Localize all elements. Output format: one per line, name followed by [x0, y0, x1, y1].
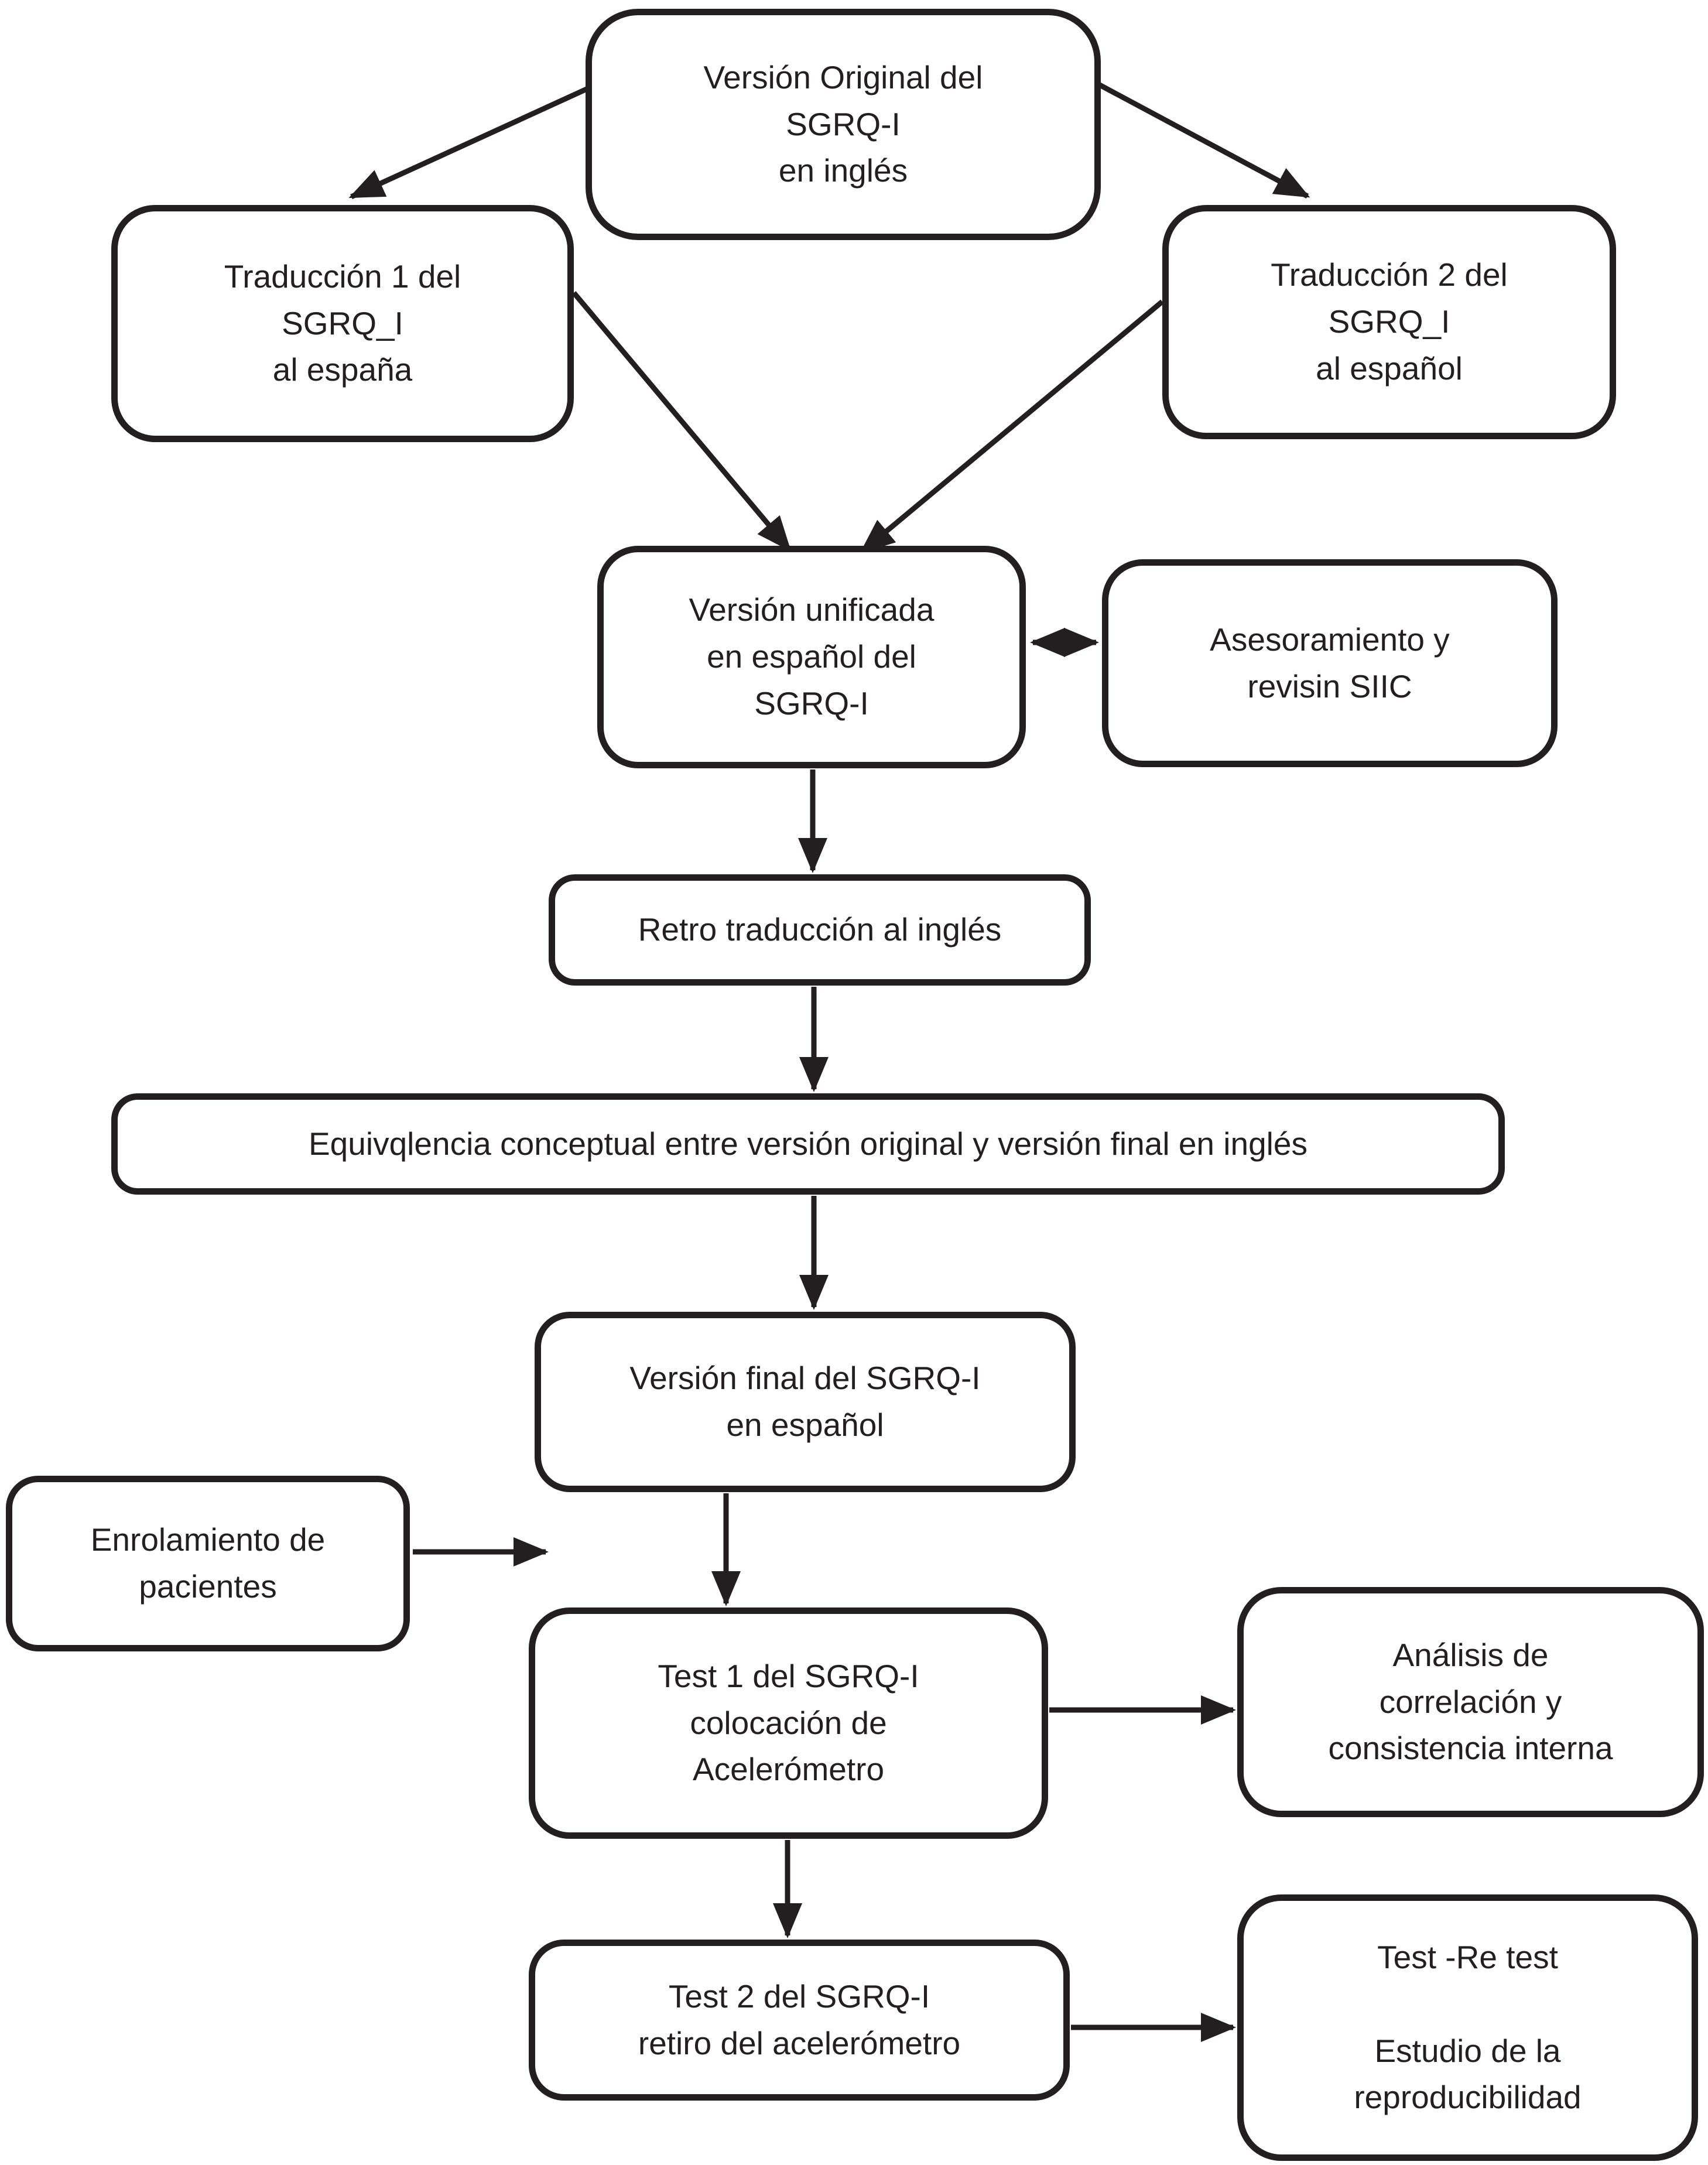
node-label-line: al españa	[272, 351, 413, 388]
node-label-line: SGRQ_I	[1328, 303, 1450, 340]
node-label-line: Versión unificada	[689, 591, 935, 628]
node-test-2: Test 2 del SGRQ-I retiro del acelerómetr…	[529, 1940, 1070, 2101]
node-label-line: Test 1 del SGRQ-I	[658, 1657, 919, 1694]
edge-original-to-traduccion1	[348, 86, 588, 200]
node-traduccion-1: Traducción 1 del SGRQ_I al españa	[111, 205, 574, 442]
edge-traduccion2-to-unificada	[860, 299, 1164, 554]
node-label-line: SGRQ-I	[786, 105, 901, 142]
edge-traduccion1-to-unificada	[571, 291, 792, 552]
node-version-unificada: Versión unificada en español del SGRQ-I	[597, 546, 1026, 768]
edge-original-to-traduccion2	[1098, 83, 1310, 199]
node-traduccion-2: Traducción 2 del SGRQ_I al español	[1162, 205, 1616, 439]
node-label-line: Asesoramiento y	[1210, 621, 1450, 658]
node-label-line: Análisis de	[1392, 1636, 1549, 1673]
node-label-line: Traducción 2 del	[1271, 256, 1508, 293]
node-label-line: Equivqlencia conceptual entre versión or…	[309, 1125, 1307, 1162]
node-analisis-correlacion: Análisis de correlación y consistencia i…	[1237, 1587, 1704, 1817]
node-label-line: consistencia interna	[1328, 1730, 1613, 1767]
node-label-line: SGRQ-I	[754, 685, 869, 721]
node-label-line: en inglés	[778, 152, 908, 189]
node-label-line: al español	[1316, 350, 1463, 387]
node-label-line: retiro del acelerómetro	[638, 2024, 961, 2061]
node-label-line: Versión Original del	[703, 59, 983, 95]
node-test-retest: Test -Re test Estudio de la reproducibil…	[1237, 1894, 1698, 2161]
node-label-line: Test -Re test	[1377, 1938, 1558, 1975]
node-label-line: Test 2 del SGRQ-I	[668, 1978, 930, 2014]
node-asesoramiento: Asesoramiento y revisin SIIC	[1102, 559, 1558, 767]
node-label-line: Acelerómetro	[692, 1751, 885, 1788]
node-label-line: en español del	[707, 638, 916, 675]
node-label-line: Retro traducción al inglés	[638, 911, 1002, 948]
node-enrolamiento-pacientes: Enrolamiento de pacientes	[6, 1476, 410, 1651]
node-version-original: Versión Original del SGRQ-I en inglés	[586, 9, 1101, 240]
node-label-line: SGRQ_I	[282, 305, 403, 341]
node-retro-traduccion: Retro traducción al inglés	[549, 874, 1091, 986]
node-label-line: Traducción 1 del	[224, 258, 461, 295]
node-label-line: Versión final del SGRQ-I	[629, 1360, 981, 1397]
node-version-final: Versión final del SGRQ-I en español	[535, 1312, 1076, 1492]
node-label-line: Enrolamiento de	[90, 1521, 326, 1558]
node-label-line: en español	[726, 1407, 884, 1443]
node-label-line: Estudio de la	[1374, 2032, 1561, 2069]
node-label-line: correlación y	[1379, 1683, 1562, 1720]
node-label-line: revisin SIIC	[1247, 668, 1412, 704]
node-label-line: pacientes	[139, 1568, 277, 1605]
node-label-line: colocación de	[690, 1704, 887, 1741]
node-equivalencia-conceptual: Equivqlencia conceptual entre versión or…	[111, 1093, 1505, 1195]
node-test-1: Test 1 del SGRQ-I colocación de Aceleróm…	[529, 1607, 1048, 1839]
node-label-line: reproducibilidad	[1354, 2079, 1582, 2116]
